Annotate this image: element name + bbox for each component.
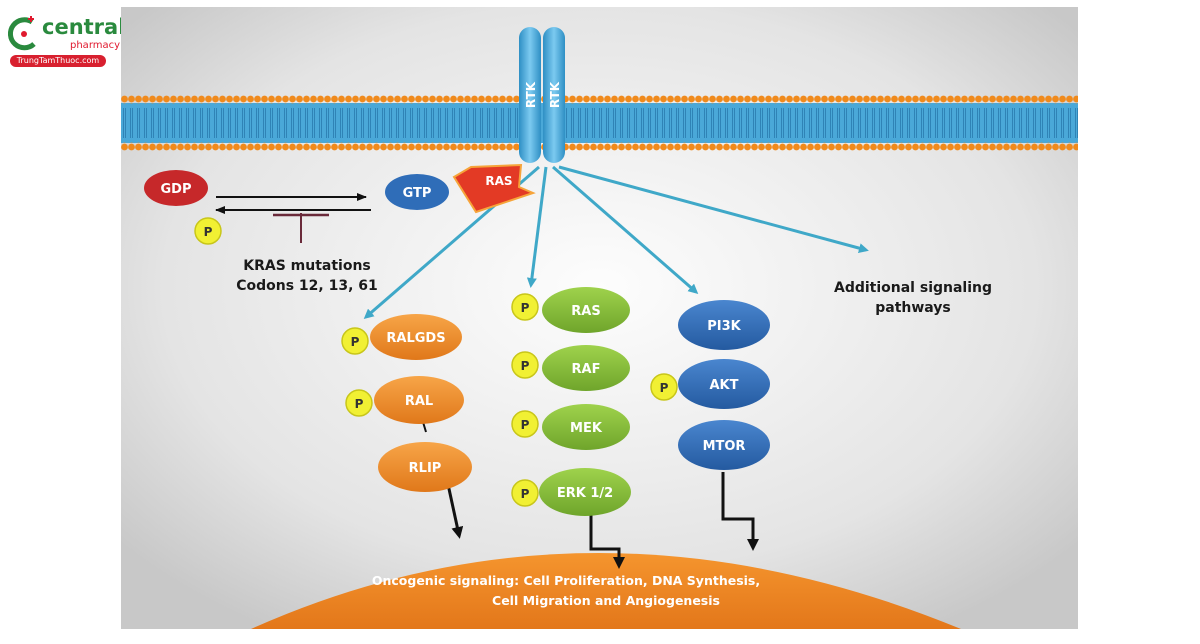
signaling-diagram: Oncogenic signaling: Cell Proliferation,… <box>121 7 1078 629</box>
mek-phosphate-icon <box>511 410 539 438</box>
ralgds-label: RALGDS <box>386 331 445 346</box>
nucleus-text-line2: Cell Migration and Angiogenesis <box>492 593 720 608</box>
arrow-to-mapk-pathway <box>526 166 548 288</box>
mapk-pathway-arrow <box>589 512 625 569</box>
mek-node <box>542 404 630 450</box>
ral-node <box>374 376 464 424</box>
additional-text-line2: pathways <box>875 300 951 316</box>
erk-label: ERK 1/2 <box>557 486 613 501</box>
arrow-to-additional-pathways <box>558 165 869 253</box>
rlip-node <box>378 442 472 492</box>
mtor-node <box>678 420 770 470</box>
ral-phosphate-label: P <box>355 397 364 411</box>
raf-label: RAF <box>572 362 601 377</box>
raf-phosphate-icon <box>511 351 539 379</box>
ras-node <box>542 287 630 333</box>
ras-cycle: GDP GTP RAS P KRAS mutations Codons 12, … <box>144 163 536 294</box>
mutation-text-line2: Codons 12, 13, 61 <box>236 278 378 294</box>
nucleus <box>251 553 961 629</box>
gdp-label: GDP <box>161 182 192 197</box>
rlip-label: RLIP <box>409 461 442 476</box>
nucleus-text-line1: Oncogenic signaling: Cell Proliferation,… <box>372 573 760 588</box>
ras-badge <box>452 163 536 214</box>
phosphate-icon <box>194 217 222 245</box>
logo-subtitle: pharmacy <box>70 40 121 51</box>
gtp-node <box>385 174 449 210</box>
ras-phosphate-label: P <box>521 301 530 315</box>
phosphate-label: P <box>204 225 213 239</box>
erk-phosphate-icon <box>511 479 539 507</box>
raf-node <box>542 345 630 391</box>
ralgds-phosphate-label: P <box>351 335 360 349</box>
erk-node <box>539 468 631 516</box>
gtp-label: GTP <box>403 186 432 201</box>
mtor-label: MTOR <box>703 439 746 454</box>
rtk-receptor: RTK RTK <box>519 27 565 163</box>
logo-url: TrungTamThuoc.com <box>10 55 106 67</box>
logo: central pharmacy TrungTamThuoc.com <box>4 14 125 70</box>
mek-phosphate-label: P <box>521 418 530 432</box>
akt-phosphate-icon <box>650 373 678 401</box>
ral-pathway: RALGDS P RAL P RLIP <box>341 314 472 539</box>
logo-mark-icon <box>7 16 36 51</box>
gdp-node <box>144 170 208 206</box>
pi3k-label: PI3K <box>707 319 741 334</box>
rtk-label-right: RTK <box>548 81 562 108</box>
rtk-label-left: RTK <box>524 81 538 108</box>
akt-label: AKT <box>709 378 738 393</box>
mutation-text-line1: KRAS mutations <box>243 258 371 274</box>
arrow-to-pi3k-pathway <box>552 165 699 294</box>
ralgds-phosphate-icon <box>341 327 369 355</box>
ras-node-label: RAS <box>571 304 600 319</box>
logo-brand: central <box>42 15 126 39</box>
akt-phosphate-label: P <box>660 381 669 395</box>
pi3k-node <box>678 300 770 350</box>
ras-badge-label: RAS <box>485 174 512 188</box>
cell-membrane <box>121 95 1078 151</box>
ralgds-node <box>370 314 462 360</box>
raf-phosphate-label: P <box>521 359 530 373</box>
additional-text-line1: Additional signaling <box>834 280 992 296</box>
ral-phosphate-icon <box>345 389 373 417</box>
ral-label: RAL <box>405 394 433 409</box>
pi3k-pathway: PI3K AKT P MTOR <box>650 300 770 551</box>
mek-label: MEK <box>570 421 603 436</box>
akt-node <box>678 359 770 409</box>
ras-phosphate-icon <box>511 293 539 321</box>
erk-phosphate-label: P <box>521 487 530 501</box>
mapk-pathway: RAS P RAF P MEK P ERK 1/2 P <box>511 287 631 569</box>
pi3k-pathway-arrow <box>721 472 759 551</box>
